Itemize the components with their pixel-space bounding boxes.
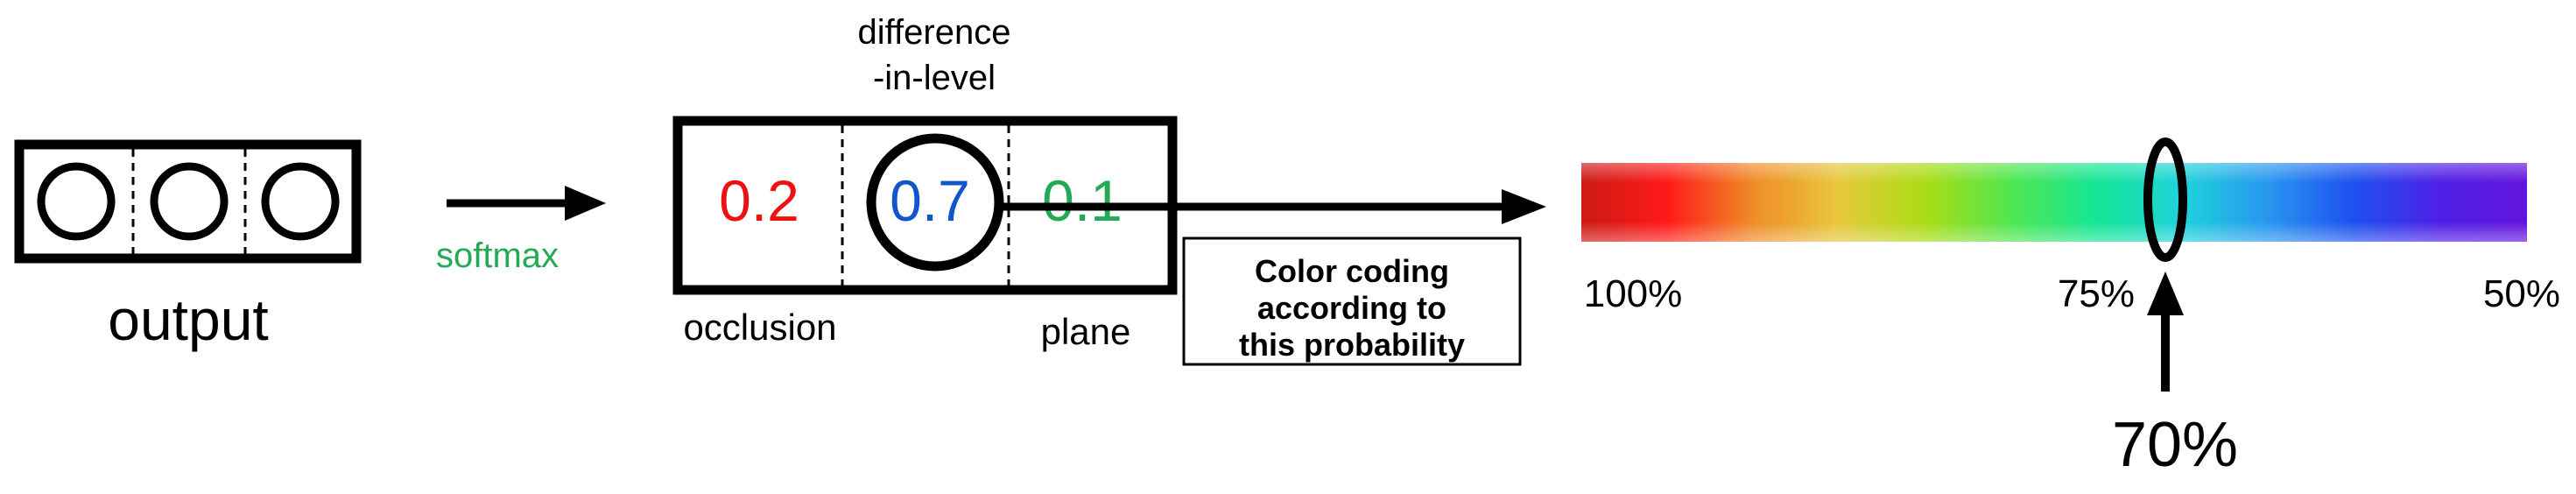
selected-probability-circle xyxy=(866,133,1004,272)
softmax-label: softmax xyxy=(436,236,559,275)
mapping-arrow-head xyxy=(1502,189,1546,224)
probability-value-plane: 0.1 xyxy=(1042,168,1123,233)
occlusion-label: occlusion xyxy=(683,307,836,348)
note-box-frame xyxy=(1182,236,1522,366)
output-block: output xyxy=(14,139,362,352)
tick-label-50: 50% xyxy=(2483,272,2560,315)
note-box: Color coding according to this probabili… xyxy=(1182,236,1522,366)
difference-in-level-label-line1: difference xyxy=(858,13,1011,52)
marker-label: 70% xyxy=(2112,410,2238,480)
probability-box: difference -in-level 0.2 0.7 0.1 occlusi… xyxy=(672,13,1178,352)
mapping-arrow xyxy=(999,189,1546,224)
output-neuron-2 xyxy=(150,162,229,241)
output-box xyxy=(14,139,362,264)
difference-in-level-label-line2: -in-level xyxy=(873,59,996,97)
output-label: output xyxy=(108,287,269,352)
note-line-2: according to xyxy=(1257,290,1446,326)
softmax-arrow-head xyxy=(565,186,606,221)
marker-ellipse xyxy=(2143,138,2187,262)
probability-value-occlusion: 0.2 xyxy=(719,168,799,233)
color-bar-gloss xyxy=(1581,163,2527,242)
output-neuron-3 xyxy=(261,162,340,241)
tick-label-100: 100% xyxy=(1584,272,1683,315)
color-bar: 100% 75% 50% 70% xyxy=(1581,138,2560,480)
note-line-3: this probability xyxy=(1239,327,1465,363)
plane-label: plane xyxy=(1041,311,1131,352)
note-line-1: Color coding xyxy=(1255,253,1449,289)
softmax-arrow: softmax xyxy=(436,186,606,275)
marker-arrow-head xyxy=(2147,272,2184,315)
output-neuron-1 xyxy=(37,162,116,241)
tick-label-75: 75% xyxy=(2058,272,2135,315)
probability-value-difference-in-level: 0.7 xyxy=(890,168,970,233)
